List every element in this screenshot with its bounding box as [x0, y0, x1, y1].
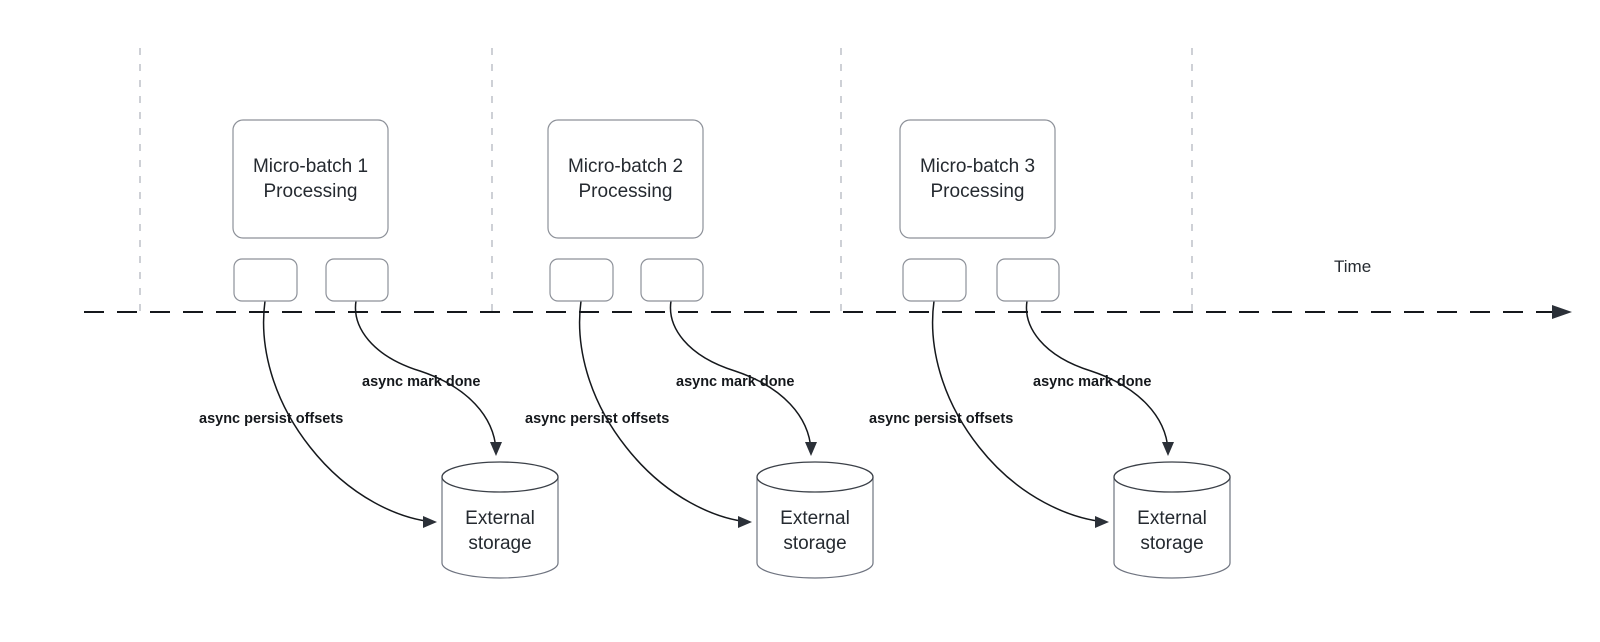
external-storage-label-line2-1: storage — [468, 533, 531, 554]
edge-async-persist-offsets-path — [262, 300, 435, 523]
micro-batch-label-line1-2: Micro-batch 2 — [568, 156, 683, 177]
external-storage-body-1 — [441, 477, 559, 579]
time-axis: Time — [84, 257, 1572, 319]
edges-layer — [262, 300, 1174, 528]
external-storage-label-line1-2: External — [780, 508, 850, 529]
edge-async-mark-done-label: async mark done — [676, 374, 794, 390]
edge-async-persist-offsets-arrowhead — [1095, 516, 1109, 528]
edge-async-persist-offsets-arrowhead — [738, 516, 752, 528]
external-storage-top-3[interactable] — [1113, 461, 1231, 493]
time-axis-label: Time — [1334, 257, 1371, 276]
edge-labels-layer: async persist offsets async mark done asyn… — [199, 374, 1151, 427]
edge-async-persist-offsets-label: async persist offsets — [869, 411, 1013, 427]
boundary-guides — [139, 48, 1193, 315]
micro-batch-box-3[interactable] — [899, 119, 1056, 239]
micro-batch-label-line1-1: Micro-batch 1 — [253, 156, 368, 177]
edge-async-persist-offsets-arrowhead — [423, 516, 437, 528]
micro-batch-box-2[interactable] — [547, 119, 704, 239]
edge-async-mark-done-path — [1025, 300, 1169, 451]
micro-batch-box-1[interactable] — [232, 119, 389, 239]
edge-async-persist-offsets-label: async persist offsets — [525, 411, 669, 427]
task-box-persist-3[interactable] — [902, 258, 967, 302]
edge-async-mark-done-arrowhead — [805, 442, 817, 456]
edge-async-mark-done-arrowhead — [490, 442, 502, 456]
task-box-mark-3[interactable] — [996, 258, 1060, 302]
external-storage-label-line2-3: storage — [1140, 533, 1203, 554]
external-storage-top-2[interactable] — [756, 461, 874, 493]
external-storage-label-line1-3: External — [1137, 508, 1207, 529]
micro-batch-label-line2-3: Processing — [931, 181, 1025, 202]
edge-async-mark-done-label: async mark done — [362, 374, 480, 390]
edge-async-persist-offsets-path — [578, 300, 750, 523]
task-box-mark-2[interactable] — [640, 258, 704, 302]
external-storage-body-2 — [756, 477, 874, 579]
time-axis-arrowhead — [1552, 305, 1572, 319]
external-storage-top-1[interactable] — [441, 461, 559, 493]
micro-batch-label-line2-1: Processing — [264, 181, 358, 202]
external-storage-body-3 — [1113, 477, 1231, 579]
edge-async-persist-offsets-label: async persist offsets — [199, 411, 343, 427]
external-storage-label-line1-1: External — [465, 508, 535, 529]
task-box-persist-2[interactable] — [549, 258, 614, 302]
edge-async-mark-done-path — [354, 300, 497, 451]
micro-batch-label-line1-3: Micro-batch 3 — [920, 156, 1035, 177]
edge-async-mark-done-arrowhead — [1162, 442, 1174, 456]
micro-batch-label-line2-2: Processing — [579, 181, 673, 202]
edge-async-mark-done-path — [669, 300, 812, 451]
edge-async-mark-done-label: async mark done — [1033, 374, 1151, 390]
external-storage-label-line2-2: storage — [783, 533, 846, 554]
task-box-mark-1[interactable] — [325, 258, 389, 302]
edge-async-persist-offsets-path — [931, 300, 1107, 523]
task-box-persist-1[interactable] — [233, 258, 298, 302]
